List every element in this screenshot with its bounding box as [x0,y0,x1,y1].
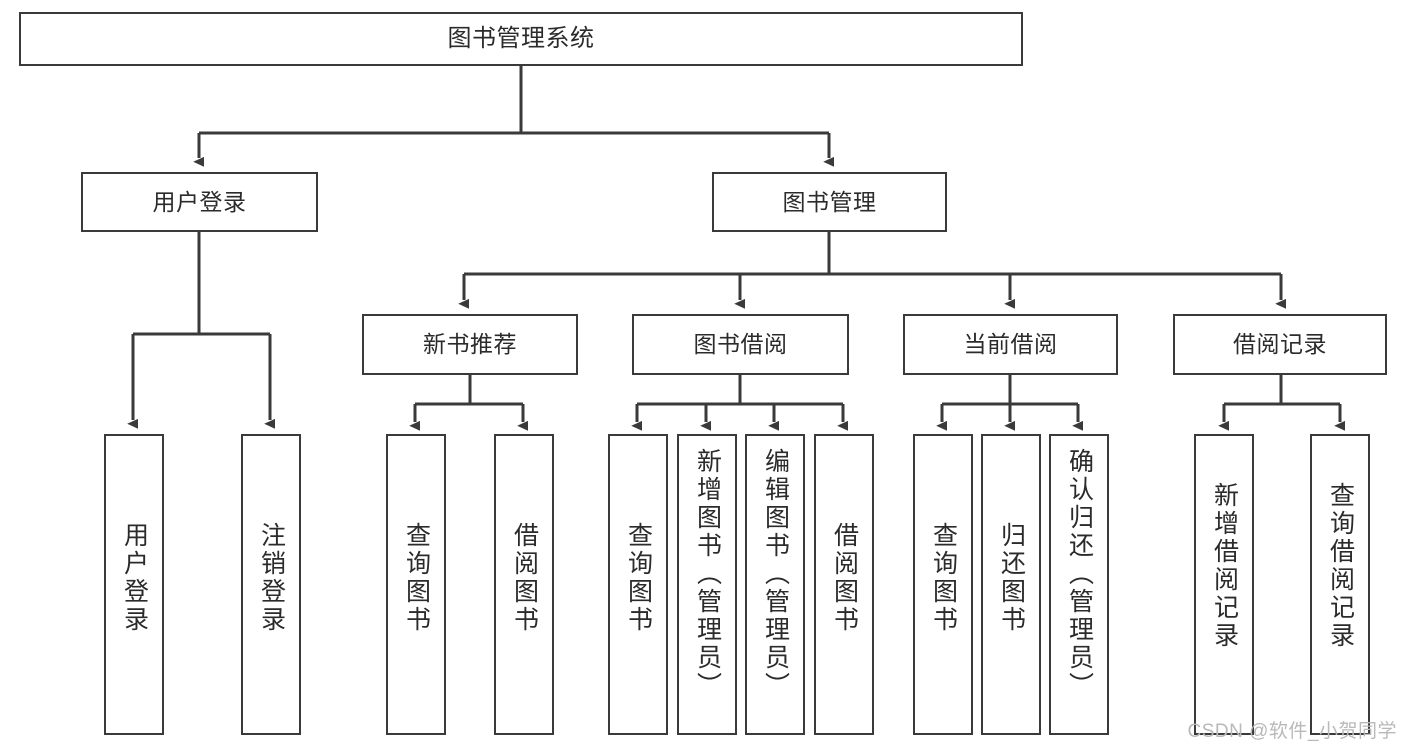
node-leaf-query-record[interactable]: 查询借阅记录 [1310,434,1370,735]
node-leaf-query-book-3[interactable]: 查询图书 [913,434,973,735]
node-leaf-query-record-label: 查询借阅记录 [1326,482,1355,650]
node-user-login[interactable]: 用户登录 [81,172,318,232]
node-leaf-borrow-book-2[interactable]: 借阅图书 [814,434,874,735]
node-current-borrow[interactable]: 当前借阅 [903,314,1118,375]
node-leaf-borrow-book-1[interactable]: 借阅图书 [494,434,554,735]
node-leaf-query-book-1-label: 查询图书 [402,522,431,634]
node-leaf-query-book-2[interactable]: 查询图书 [608,434,668,735]
node-user-login-label: 用户登录 [152,188,247,215]
node-leaf-return-book-label: 归还图书 [997,522,1026,634]
node-book-manage[interactable]: 图书管理 [712,172,947,232]
node-leaf-user-logout[interactable]: 注销登录 [241,434,301,735]
node-leaf-add-book[interactable]: 新增图书（管理员） [677,434,737,735]
node-leaf-query-book-2-label: 查询图书 [624,522,653,634]
node-book-borrow-label: 图书借阅 [693,331,788,357]
node-leaf-confirm-return-label: 确认归还（管理员） [1065,448,1094,700]
node-leaf-borrow-book-2-label: 借阅图书 [830,522,859,634]
node-new-book-rec[interactable]: 新书推荐 [362,314,578,375]
node-leaf-query-book-1[interactable]: 查询图书 [386,434,446,735]
node-leaf-confirm-return[interactable]: 确认归还（管理员） [1049,434,1109,735]
node-leaf-return-book[interactable]: 归还图书 [981,434,1041,735]
node-leaf-edit-book[interactable]: 编辑图书（管理员） [745,434,805,735]
node-leaf-borrow-book-1-label: 借阅图书 [510,522,539,634]
node-leaf-user-login[interactable]: 用户登录 [104,434,164,735]
node-leaf-add-book-label: 新增图书（管理员） [693,448,722,700]
node-root[interactable]: 图书管理系统 [19,12,1023,66]
node-new-book-rec-label: 新书推荐 [423,331,517,357]
node-leaf-edit-book-label: 编辑图书（管理员） [761,448,790,700]
node-book-manage-label: 图书管理 [782,188,877,215]
node-leaf-add-record[interactable]: 新增借阅记录 [1194,434,1254,735]
node-leaf-add-record-label: 新增借阅记录 [1210,482,1239,650]
node-borrow-record-label: 借阅记录 [1233,331,1327,357]
node-leaf-query-book-3-label: 查询图书 [929,522,958,634]
node-borrow-record[interactable]: 借阅记录 [1173,314,1387,375]
node-current-borrow-label: 当前借阅 [963,331,1058,357]
node-book-borrow[interactable]: 图书借阅 [632,314,849,375]
node-leaf-user-logout-label: 注销登录 [257,522,286,634]
node-leaf-user-login-label: 用户登录 [120,522,149,634]
watermark: CSDN @软件_小贺同学 [1187,721,1397,742]
node-root-label: 图书管理系统 [447,25,595,52]
